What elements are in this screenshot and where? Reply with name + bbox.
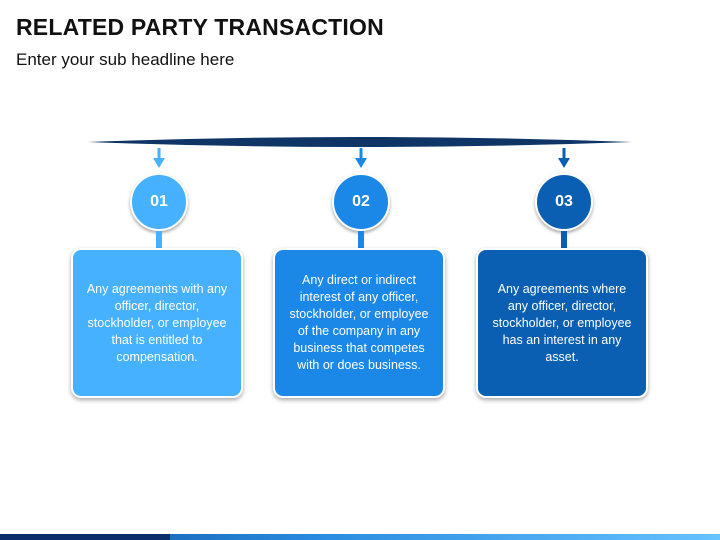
down-arrow-icon	[355, 148, 367, 168]
step-3: 03 Any agreements where any officer, dir…	[476, 148, 652, 403]
page-title: RELATED PARTY TRANSACTION	[16, 14, 384, 40]
step-card: Any agreements with any officer, directo…	[71, 248, 243, 398]
step-connector	[561, 231, 567, 248]
step-text: Any agreements where any officer, direct…	[492, 281, 632, 364]
step-connector	[358, 231, 364, 248]
step-text: Any direct or indirect interest of any o…	[289, 273, 429, 372]
step-1: 01 Any agreements with any officer, dire…	[71, 148, 247, 403]
step-card: Any direct or indirect interest of any o…	[273, 248, 445, 398]
down-arrow-icon	[558, 148, 570, 168]
page-subtitle: Enter your sub headline here	[16, 50, 235, 69]
timeline-bar-shape	[88, 137, 632, 147]
down-arrow-icon	[153, 148, 165, 168]
footer-stripe	[0, 534, 720, 540]
step-connector	[156, 231, 162, 248]
step-number-badge: 01	[130, 173, 188, 231]
timeline-bar	[88, 137, 632, 147]
step-card: Any agreements where any officer, direct…	[476, 248, 648, 398]
step-text: Any agreements with any officer, directo…	[86, 281, 228, 364]
step-2: 02 Any direct or indirect interest of an…	[273, 148, 449, 403]
step-number-badge: 03	[535, 173, 593, 231]
step-number-badge: 02	[332, 173, 390, 231]
